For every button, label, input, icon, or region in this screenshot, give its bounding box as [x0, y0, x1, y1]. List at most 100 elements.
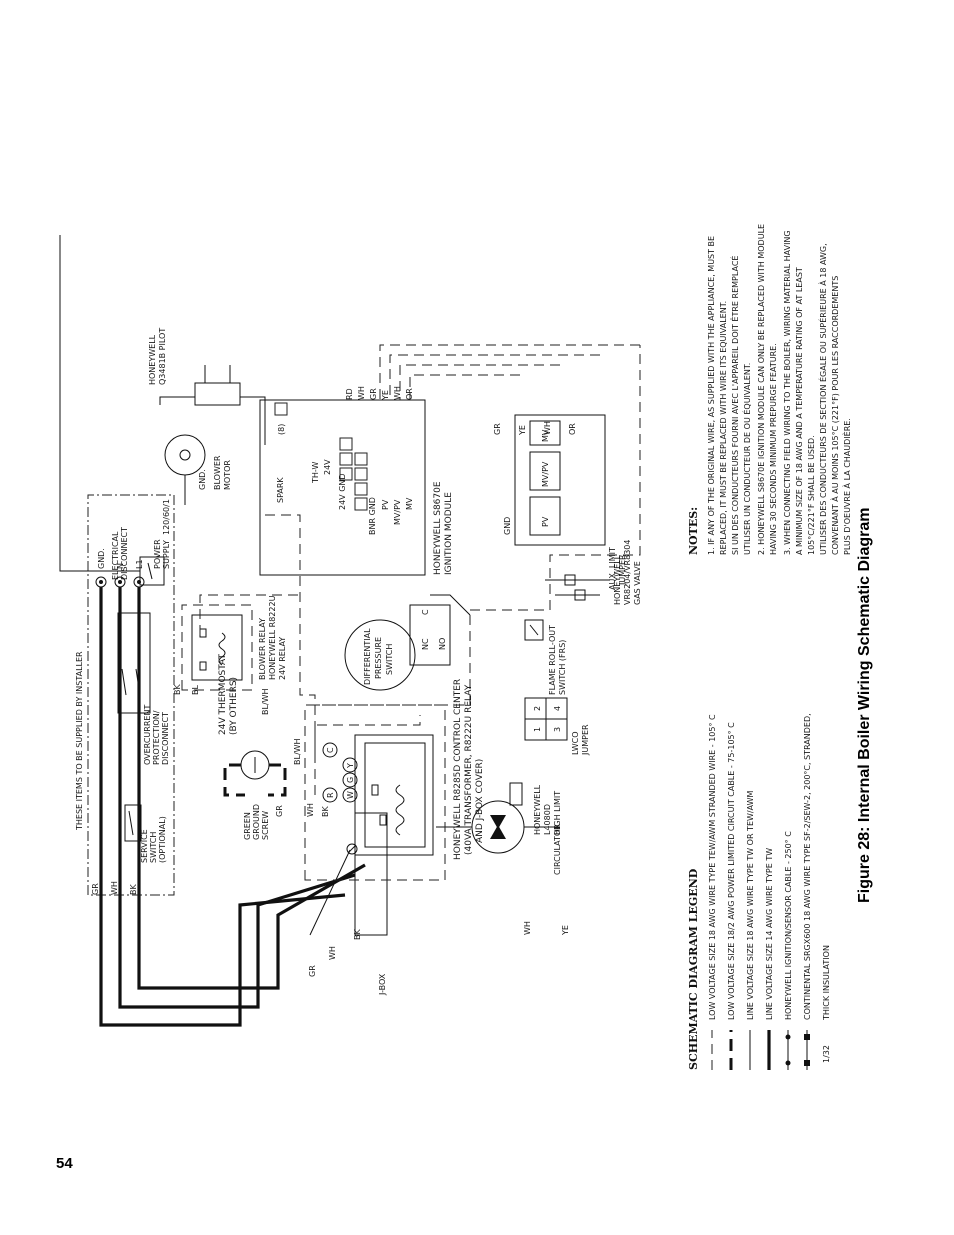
electrical-disconnect: ELECTRICAL DISCONNECT — [59, 235, 165, 586]
power-supply-label-2: SUPPLY — [162, 540, 171, 569]
ign-wh2: WH — [393, 386, 402, 400]
note-line-5: 2. HONEYWELL S8670E IGNITION MODULE CAN … — [757, 224, 766, 555]
note-line-11: CONVENANT À AU MOINS 105°C (221°F) POUR … — [829, 276, 840, 555]
high-limit-label-1: HONEYWELL — [533, 784, 542, 835]
legend-item-5: HONEYWELL IGNITION/SENSOR CABLE - 250° C — [784, 831, 793, 1020]
blower-relay: BLOWER RELAY HONEYWELL R8222U 24V RELAY … — [173, 595, 287, 695]
gv-mv: MV — [541, 429, 550, 442]
service-switch-label-2: SWITCH — [149, 832, 158, 863]
circulator-wh: WH — [523, 921, 532, 935]
circulator-ye: YE — [561, 925, 570, 936]
ign-num-8: (8) — [277, 424, 286, 435]
ign-24vgnd: 24V GND — [338, 473, 347, 510]
service-switch: SERVICE SWITCH (OPTIONAL) — [124, 804, 167, 863]
wire-blwh-1: BL/WH — [293, 738, 302, 765]
wire-gr-3: GR — [275, 805, 284, 817]
ign-spark: SPARK — [276, 477, 285, 503]
power-terminals: GND. N L1 POWER SUPPLY 120/60/1 — [95, 499, 171, 588]
lwco-label-1: LWCO — [571, 731, 580, 755]
thermostat-24v: 24V THERMOSTAT (BY OTHERS) BL/WH BL/WH — [218, 654, 302, 797]
wire-blwh-2: BL/WH — [261, 688, 270, 715]
legend-item-4: LINE VOLTAGE SIZE 14 AWG WIRE TYPE TW — [765, 848, 774, 1020]
control-center-label-2: (40VA TRANSFORMER, R8222U RELAY — [464, 684, 474, 855]
terminal-gnd: GND. — [97, 548, 106, 569]
green-ground-label-3: SCREW — [261, 811, 270, 840]
notes-title: NOTES: — [687, 507, 700, 555]
dps-label-1: DIFFERENTIAL — [363, 628, 372, 685]
wire-gr-1: GR — [91, 883, 100, 895]
gv-ye: YE — [518, 425, 527, 436]
blower-motor-gnd: GND. — [198, 469, 207, 490]
gas-valve: PV MV/PV MV HONEYWELL VR8204/VR8304 GAS … — [493, 414, 642, 605]
dps-label-2: PRESSURE — [374, 637, 383, 679]
green-ground-label-1: GREEN — [243, 812, 252, 840]
ign-wh: WH — [357, 386, 366, 400]
circulator: CIRCULATOR WH YE — [436, 800, 570, 936]
blower-motor-label-2: MOTOR — [223, 460, 232, 490]
high-limit: HONEYWELL L4080D HIGH LIMIT — [509, 782, 562, 835]
gv-or: OR — [568, 423, 577, 435]
legend-item-3: LINE VOLTAGE SIZE 18 AWG WIRE TYPE TW OR… — [746, 790, 755, 1020]
power-supply-label-3: 120/60/1 — [162, 499, 171, 535]
note-line-2: REPLACED, IT MUST BE REPLACED WITH WIRE … — [719, 301, 728, 555]
lwco-3: 3 — [553, 727, 562, 732]
lwco-label-2: JUMPER — [581, 724, 590, 756]
cc-terminal-w: W — [346, 791, 355, 799]
wire-bk-2: BK — [353, 929, 362, 940]
dps-label-3: SWITCH — [385, 644, 394, 675]
ign-24v: 24V — [323, 459, 332, 475]
wire-bk-3: BK — [321, 806, 330, 817]
frs-label-2: SWITCH (FRS) — [558, 640, 567, 695]
wire-wh-1: WH — [110, 881, 119, 895]
overcurrent-protection: OVERCURRENT PROTECTION/ DISCONNECT — [117, 612, 170, 765]
terminal-n: N — [116, 563, 125, 569]
legend-item-2: LOW VOLTAGE SIZE 18/2 AWG POWER LIMITED … — [727, 722, 736, 1020]
ignition-module-label-2: IGNITION MODULE — [444, 492, 454, 575]
flame-rollout-switch: FLAME ROLL-OUT SWITCH (FRS) — [524, 619, 567, 695]
notes: NOTES: 1. IF ANY OF THE ORIGINAL WIRE, A… — [687, 224, 852, 555]
pilot-label-2: Q3481B PILOT — [158, 328, 167, 385]
lwco-jumper: 1 2 3 4 LWCO JUMPER — [524, 697, 590, 756]
control-center-r8285d: R W G Y C HONEYWELL R8285D CONTROL CENTE… — [304, 679, 485, 881]
power-supply-label-1: POWER — [153, 539, 162, 569]
ign-thw: TH-W — [311, 462, 320, 484]
aux-limit-jumper: AUX. LIMIT JUMPER — [545, 547, 627, 601]
jbox: J-BOX GREEN GROUND SCREW — [243, 804, 388, 996]
blower-relay-label-1: BLOWER RELAY — [258, 618, 267, 680]
note-line-3: SI UN DES CONDUCTEURS FOURNI AVEC L'APPA… — [729, 256, 740, 555]
note-line-4: UTILISER UN CONDUCTEUR DE OU ÉQUIVALENT. — [741, 363, 752, 555]
control-center-label-1: HONEYWELL R8285D CONTROL CENTER — [453, 679, 463, 860]
note-line-9: 105°C/221°F SHALL BE USED. — [807, 435, 816, 555]
cc-terminal-g: G — [346, 777, 355, 783]
cc-terminal-c: C — [326, 747, 335, 753]
legend-item-1: LOW VOLTAGE SIZE 18 AWG WIRE TYPE TEW/AW… — [708, 714, 717, 1020]
green-ground-label-2: GROUND — [252, 804, 261, 840]
differential-pressure-switch: DIFFERENTIAL PRESSURE SWITCH C NC NO — [344, 604, 451, 691]
installer-supplied-box: THESE ITEMS TO BE SUPPLIED BY INSTALLER … — [75, 494, 175, 896]
aux-limit-label-2: JUMPER — [618, 554, 627, 586]
service-switch-label-3: (OPTIONAL) — [158, 816, 167, 863]
ign-rd: RD — [345, 388, 354, 400]
high-limit-label-3: HIGH LIMIT — [553, 791, 562, 835]
ign-bnrgnd: BNR GND — [368, 497, 377, 535]
ign-mvpv: MV/PV — [393, 499, 402, 525]
disconnect-label-1: ELECTRICAL — [111, 531, 120, 580]
overcurrent-label-1: OVERCURRENT — [143, 705, 152, 765]
dps-no: NO — [438, 638, 447, 650]
dps-c: C — [421, 609, 430, 615]
wire-gr-2: GR — [308, 965, 317, 977]
overcurrent-label-3: DISCONNECT — [161, 712, 170, 765]
circulator-label: CIRCULATOR — [553, 824, 562, 875]
jbox-label: J-BOX — [378, 973, 387, 996]
relay-bk: BK — [173, 684, 182, 695]
wire-bk-1: BK — [129, 884, 138, 895]
gv-gr: GR — [493, 423, 502, 435]
legend-title: SCHEMATIC DIAGRAM LEGEND — [687, 868, 700, 1070]
aux-limit-label-1: AUX. LIMIT — [608, 547, 617, 590]
dps-nc: NC — [421, 638, 430, 650]
ign-ye: YE — [381, 390, 390, 401]
note-line-10: UTILISER DES CONDUCTEURS DE SECTION ÉGAL… — [817, 243, 828, 555]
thermostat-label-1: 24V THERMOSTAT — [218, 654, 228, 735]
